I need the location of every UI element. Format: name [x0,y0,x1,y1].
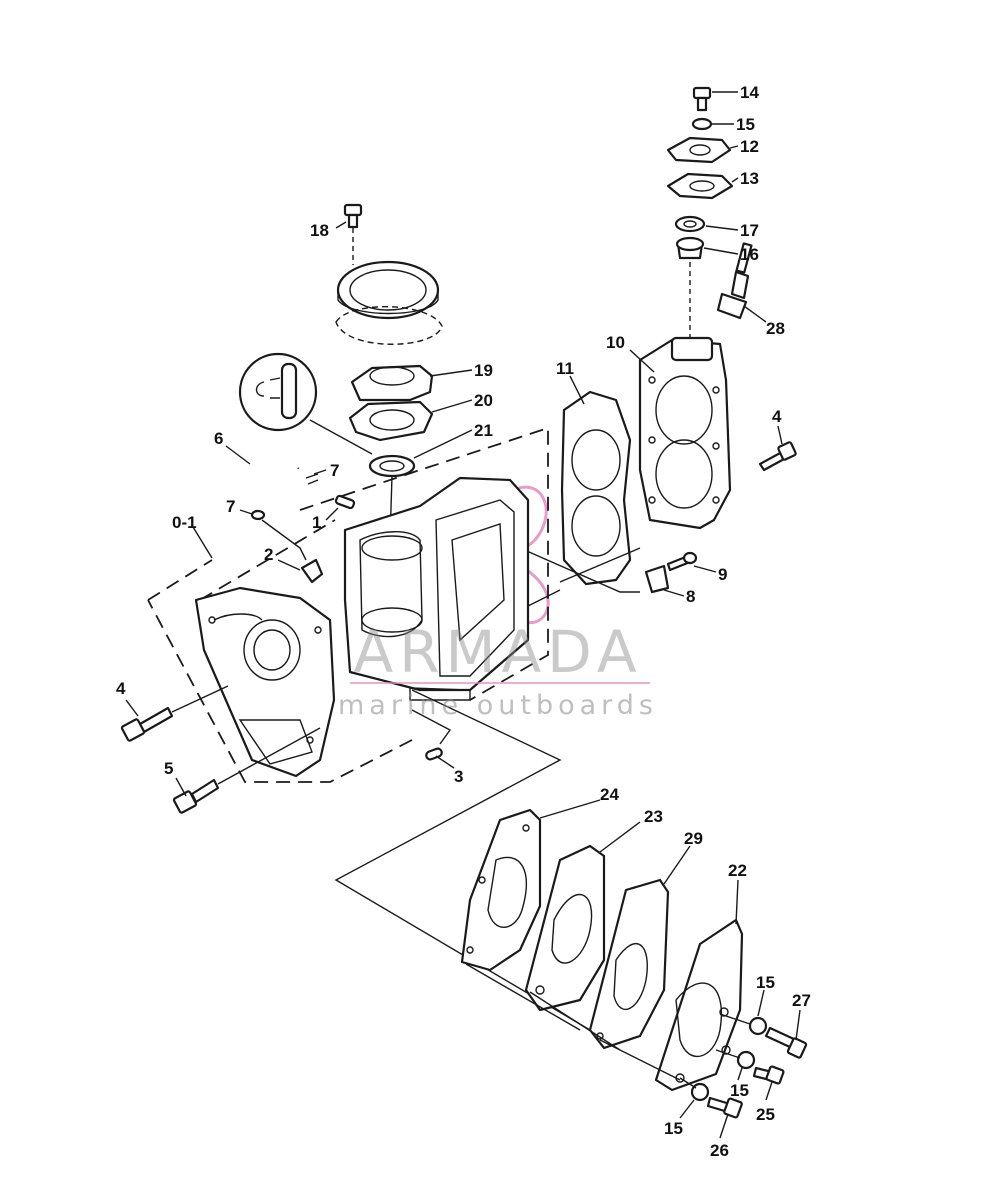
part-15-washer-b [748,1016,768,1036]
part-2-elbow [261,519,324,584]
part-cover-plate [336,260,440,320]
part-7-clip-a [305,473,319,485]
part-7-clip-b [250,509,266,521]
callout-18: 18 [310,221,329,240]
callout-16: 16 [740,245,759,264]
assembly-boundary-block [147,426,549,783]
callout-13: 13 [740,169,759,188]
callout-15-right-top: 15 [756,973,775,992]
callout-27: 27 [792,991,811,1010]
part-22-cover [654,918,744,1092]
callout-5: 5 [164,759,173,778]
callout-labels: 14 15 12 13 17 16 18 28 10 19 11 20 4 21… [116,83,811,1160]
callout-28: 28 [766,319,785,338]
callout-9: 9 [718,565,727,584]
part-5-bolt [172,727,321,814]
part-14-bolt [692,86,712,112]
part-crankcase-cover [194,586,336,778]
callout-2: 2 [264,545,273,564]
part-17-seal [674,215,706,233]
callout-11: 11 [556,359,574,378]
callout-29: 29 [684,829,703,848]
callout-14: 14 [740,83,759,102]
callout-21: 21 [474,421,493,440]
callout-6: 6 [214,429,223,448]
callout-15-right-mid: 15 [730,1081,749,1100]
callout-7-upper: 7 [330,461,339,480]
callout-7-lower: 7 [226,497,235,516]
part-21-seal [368,454,416,478]
part-8-bracket [644,564,670,594]
callout-22: 22 [728,861,747,880]
assembly-boundary-cover [199,519,336,601]
part-9-screw [666,551,698,572]
callout-23: 23 [644,807,663,826]
callout-17: 17 [740,221,759,240]
part-1-fitting [334,494,356,510]
callout-4-left: 4 [116,679,126,698]
part-28-spark-plug [716,242,753,320]
callout-25: 25 [756,1105,775,1124]
part-15-washer-c [736,1050,756,1070]
callout-24: 24 [600,785,619,804]
part-20-pump-gasket [348,400,434,442]
callout-12: 12 [740,137,759,156]
part-24-gasket [460,808,542,972]
leader-fasteners [679,1013,751,1089]
part-18-bolt [343,203,363,229]
callout-3: 3 [454,767,463,786]
callout-0-1: 0-1 [172,513,197,532]
part-29-gasket [588,878,670,1050]
part-13-cover-gasket [666,172,734,200]
callout-19: 19 [474,361,493,380]
callout-leaders [125,91,801,1139]
leader-cover-stack [465,963,681,1081]
callout-8: 8 [686,587,695,606]
part-cover-gasket [335,306,443,345]
part-15-washer-top [691,117,713,131]
callout-1: 1 [312,513,321,532]
part-6-hose [249,451,300,512]
leader-0-1 [192,526,213,559]
part-4-bolt-left [120,685,229,742]
callout-10: 10 [606,333,625,352]
part-12-thermostat-cover [666,136,732,164]
callout-15-top: 15 [736,115,755,134]
watermark-title: ARMADA [353,618,642,686]
part-23-plate [524,844,606,1012]
part-27-bolt [764,1026,808,1059]
part-4-bolt-right [758,441,797,472]
part-16-thermostat [675,236,705,260]
callout-26: 26 [710,1141,729,1160]
callout-20: 20 [474,391,493,410]
part-26-bolt [706,1096,743,1119]
callout-15-bottom: 15 [664,1119,683,1138]
watermark-underline [350,682,650,684]
part-11-head-gasket [560,390,632,586]
callout-4-right: 4 [772,407,782,426]
part-cylinder-block [343,476,530,701]
part-19-pump-housing [350,364,434,402]
watermark-subtitle: marine outboards [338,690,658,721]
part-25-bolt [752,1065,785,1085]
detail-inset-circle [238,352,373,455]
part-10-cylinder-head [638,336,732,530]
